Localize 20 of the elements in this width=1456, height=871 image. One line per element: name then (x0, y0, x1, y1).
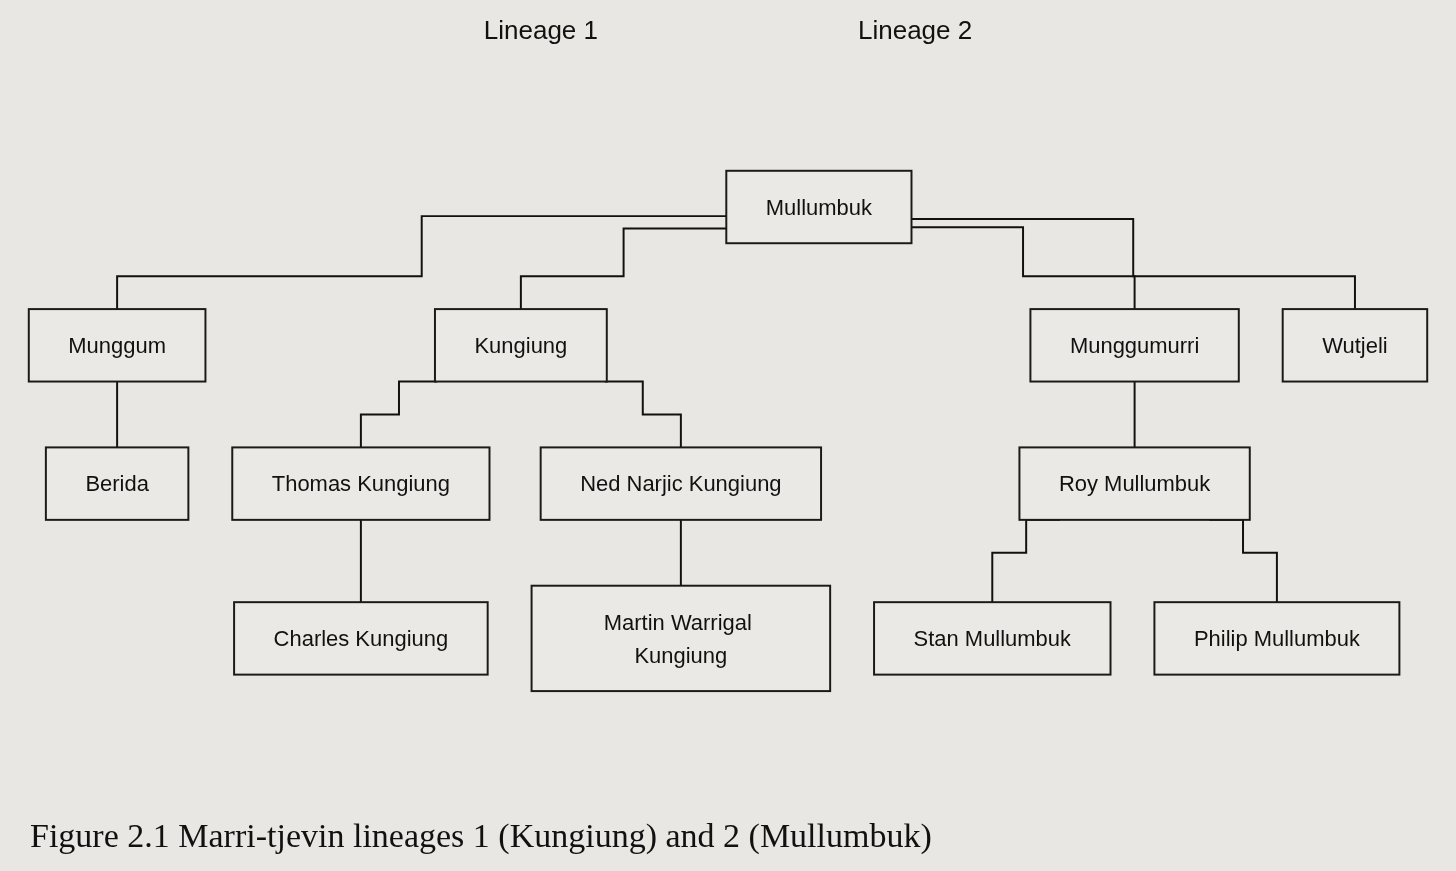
name-box: Charles Kungiung (233, 600, 489, 676)
name-box: Martin Warrigal Kungiung (530, 584, 832, 692)
connector (359, 518, 362, 603)
group-label: Lineage 1 (483, 14, 598, 46)
name-box: Munggumurri (1029, 307, 1240, 383)
group-label: Lineage 2 (858, 14, 973, 46)
name-box: Berida (44, 446, 190, 521)
name-box: Ned Narjic Kungiung (539, 446, 823, 521)
connector (116, 380, 119, 448)
name-box: Stan Mullumbuk (873, 600, 1112, 676)
name-box: Kungiung (433, 307, 608, 383)
connector (1133, 380, 1136, 448)
name-box: Roy Mullumbuk (1018, 446, 1251, 521)
name-box: Thomas Kungiung (231, 446, 491, 521)
name-box: Munggum (27, 307, 207, 383)
name-box: Wutjeli (1281, 307, 1429, 383)
connector (679, 518, 682, 587)
name-box: Philip Mullumbuk (1153, 600, 1401, 676)
figure-caption: Figure 2.1 Marri-tjevin lineages 1 (Kungiung) and 2 (Mullumbuk) (30, 816, 932, 856)
name-box: Mullumbuk (725, 169, 913, 244)
